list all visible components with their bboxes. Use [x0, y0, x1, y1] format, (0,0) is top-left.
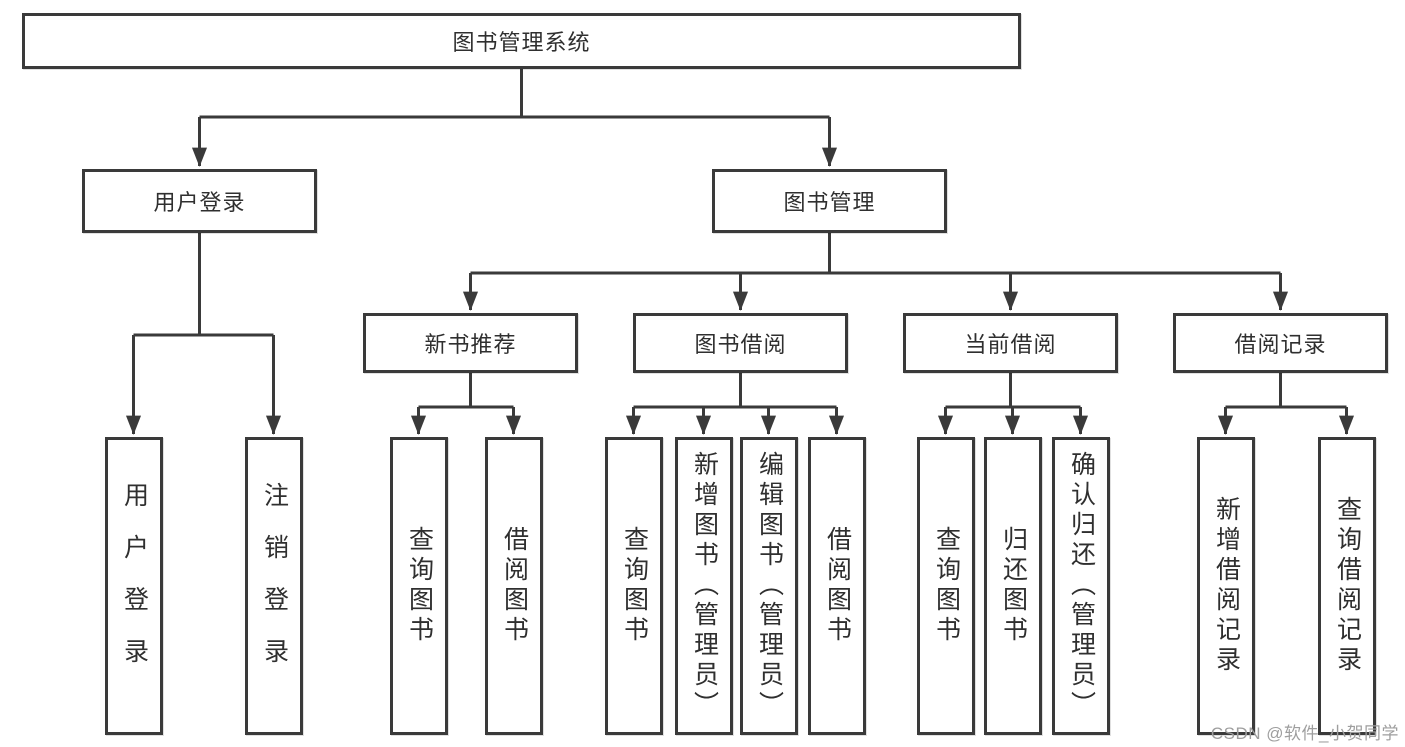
node-label: 确认归还（管理员） [1067, 451, 1096, 721]
node-label: 新增图书（管理员） [690, 451, 719, 721]
leaf-borrow-books: 借阅图书 [808, 437, 866, 735]
node-label: 新增借阅记录 [1212, 496, 1241, 676]
leaf-query-books-borrow: 查询图书 [605, 437, 663, 735]
node-label: 借阅记录 [1234, 332, 1327, 357]
leaf-confirm-return-admin: 确认归还（管理员） [1052, 437, 1110, 735]
leaf-borrow-books-recommend: 借阅图书 [485, 437, 543, 735]
node-label: 注销登录 [260, 482, 289, 690]
leaf-query-borrow-record: 查询借阅记录 [1318, 437, 1376, 735]
leaf-logout: 注销登录 [245, 437, 303, 735]
node-label: 查询图书 [405, 526, 434, 646]
node-label: 查询图书 [620, 526, 649, 646]
node-label: 当前借阅 [964, 332, 1057, 357]
node-label: 归还图书 [999, 526, 1028, 646]
node-label: 查询借阅记录 [1333, 496, 1362, 676]
node-label: 用户登录 [153, 190, 246, 215]
node-label: 编辑图书（管理员） [755, 451, 784, 721]
node-label: 借阅图书 [823, 526, 852, 646]
leaf-query-books-current: 查询图书 [917, 437, 975, 735]
node-label: 查询图书 [932, 526, 961, 646]
node-book-borrowing: 图书借阅 [633, 313, 848, 373]
leaf-return-books: 归还图书 [984, 437, 1042, 735]
node-library-management-system: 图书管理系统 [22, 13, 1021, 69]
node-label: 借阅图书 [500, 526, 529, 646]
node-label: 图书借阅 [694, 332, 787, 357]
node-label: 用户登录 [120, 482, 149, 690]
node-book-management: 图书管理 [712, 169, 947, 233]
node-current-borrowing: 当前借阅 [903, 313, 1118, 373]
node-user-login: 用户登录 [82, 169, 317, 233]
node-label: 新书推荐 [424, 332, 517, 357]
leaf-user-login: 用户登录 [105, 437, 163, 735]
leaf-add-books-admin: 新增图书（管理员） [675, 437, 733, 735]
leaf-edit-books-admin: 编辑图书（管理员） [740, 437, 798, 735]
node-label: 图书管理系统 [452, 30, 591, 55]
leaf-query-books-recommend: 查询图书 [390, 437, 448, 735]
node-label: 图书管理 [783, 190, 876, 215]
node-new-book-recommendation: 新书推荐 [363, 313, 578, 373]
csdn-watermark: CSDN @软件_小贺同学 [1210, 724, 1399, 743]
leaf-add-borrow-record: 新增借阅记录 [1197, 437, 1255, 735]
node-borrowing-records: 借阅记录 [1173, 313, 1388, 373]
